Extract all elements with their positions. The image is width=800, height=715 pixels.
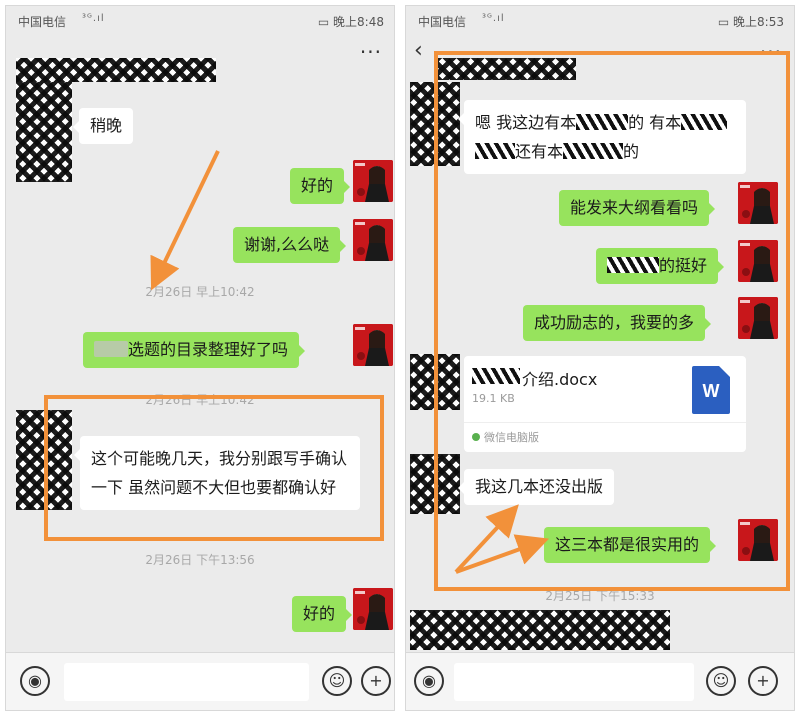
message-outgoing-2[interactable]: 的挺好: [596, 248, 725, 284]
status-bar: 中国电信 ³ᴳ.ıl ▭ 晚上8:48: [6, 6, 394, 34]
annotation-box: [44, 395, 384, 541]
redacted-text: [472, 368, 520, 384]
status-right: ▭ 晚上8:48: [318, 13, 384, 30]
self-avatar[interactable]: [353, 324, 393, 366]
battery-icon: ▭: [317, 15, 334, 29]
message-incoming-1[interactable]: 嗯 我这边有本 的 有本 还有本 的: [458, 100, 746, 174]
message-outgoing-1[interactable]: 好的: [290, 168, 351, 204]
status-right: ▭ 晚上8:53: [718, 13, 784, 30]
wechat-pc-icon: [472, 433, 480, 441]
message-incoming-2[interactable]: 这个可能晚几天，我分别跟写手确认一下 虽然问题不大但也要都确认好: [74, 436, 360, 510]
redacted-title: [436, 58, 576, 80]
redacted-text: [475, 143, 515, 159]
message-incoming-1[interactable]: 稍晚: [72, 108, 134, 144]
file-source: 微信电脑版: [472, 429, 539, 445]
self-avatar[interactable]: [353, 160, 393, 202]
message-input[interactable]: [64, 663, 309, 701]
redacted-text: [607, 257, 659, 273]
carrier-label: 中国电信: [18, 15, 67, 29]
back-icon[interactable]: ‹: [414, 38, 423, 63]
right-chat-screen: 中国电信 ³ᴳ.ıl ▭ 晚上8:53 ‹ ··· 嗯 我这边有本的 有本 还有…: [405, 5, 795, 711]
message-text: 嗯 我这边有本: [475, 113, 577, 132]
plus-icon[interactable]: +: [361, 666, 391, 696]
annotation-box: [434, 51, 790, 591]
redacted-text: [563, 143, 624, 159]
redacted-text: [576, 114, 629, 130]
signal-icon: ³ᴳ.ıl: [482, 13, 505, 24]
timestamp: 2月26日 早上10:42: [145, 285, 255, 299]
message-outgoing-4[interactable]: 好的: [292, 596, 353, 632]
redacted-title: [16, 58, 216, 82]
self-avatar[interactable]: [738, 297, 778, 339]
left-chat-screen: 中国电信 ³ᴳ.ıl ▭ 晚上8:48 ··· 稍晚 好的 谢谢,么么哒 2月2…: [5, 5, 395, 711]
clock-label: 晚上8:53: [733, 15, 784, 29]
emoji-icon[interactable]: ☺: [706, 666, 736, 696]
divider: [464, 422, 746, 423]
battery-icon: ▭: [717, 15, 734, 29]
message-input[interactable]: [454, 663, 694, 701]
message-outgoing-3[interactable]: 选题的目录整理好了吗: [83, 332, 306, 368]
message-text: 选题的目录整理好了吗: [128, 340, 289, 359]
voice-icon[interactable]: ◉: [414, 666, 444, 696]
contact-avatar-redacted[interactable]: [16, 82, 72, 182]
redacted-text: [681, 114, 728, 130]
message-outgoing-4[interactable]: 这三本都是很实用的: [544, 527, 717, 563]
file-message[interactable]: 介绍.docx 19.1 KB W 微信电脑版: [464, 356, 746, 452]
status-bar: 中国电信 ³ᴳ.ıl ▭ 晚上8:53: [406, 6, 794, 34]
file-name: 介绍.docx: [522, 370, 598, 389]
message-outgoing-3[interactable]: 成功励志的，我要的多: [523, 305, 712, 341]
file-size: 19.1 KB: [472, 392, 515, 405]
self-avatar[interactable]: [353, 219, 393, 261]
carrier-label: 中国电信: [418, 15, 467, 29]
self-avatar[interactable]: [738, 240, 778, 282]
file-source-label: 微信电脑版: [484, 431, 539, 444]
message-text: 的: [623, 142, 640, 161]
voice-icon[interactable]: ◉: [20, 666, 50, 696]
more-options-button[interactable]: ···: [359, 40, 382, 64]
plus-icon[interactable]: +: [748, 666, 778, 696]
redacted-message: [410, 610, 670, 650]
message-incoming-2[interactable]: 我这几本还没出版: [457, 469, 615, 505]
self-avatar[interactable]: [738, 519, 778, 561]
timestamp: 2月25日 下午15:33: [545, 589, 655, 603]
clock-label: 晚上8:48: [333, 15, 384, 29]
input-bar: ◉ ☺ +: [6, 652, 394, 710]
word-document-icon: W: [692, 366, 730, 414]
message-text: 的挺好: [659, 256, 708, 275]
timestamp: 2月26日 下午13:56: [145, 553, 255, 567]
message-outgoing-2[interactable]: 谢谢,么么哒: [233, 227, 347, 263]
self-avatar[interactable]: [738, 182, 778, 224]
chat-header: ···: [6, 34, 394, 74]
signal-icon: ³ᴳ.ıl: [82, 13, 105, 24]
message-text: 的 有本: [628, 113, 682, 132]
message-outgoing-1[interactable]: 能发来大纲看看吗: [559, 190, 716, 226]
input-bar: ◉ ☺ +: [406, 652, 794, 710]
message-text: 还有本: [515, 142, 564, 161]
self-avatar[interactable]: [353, 588, 393, 630]
redacted-text: [94, 341, 128, 357]
emoji-icon[interactable]: ☺: [322, 666, 352, 696]
